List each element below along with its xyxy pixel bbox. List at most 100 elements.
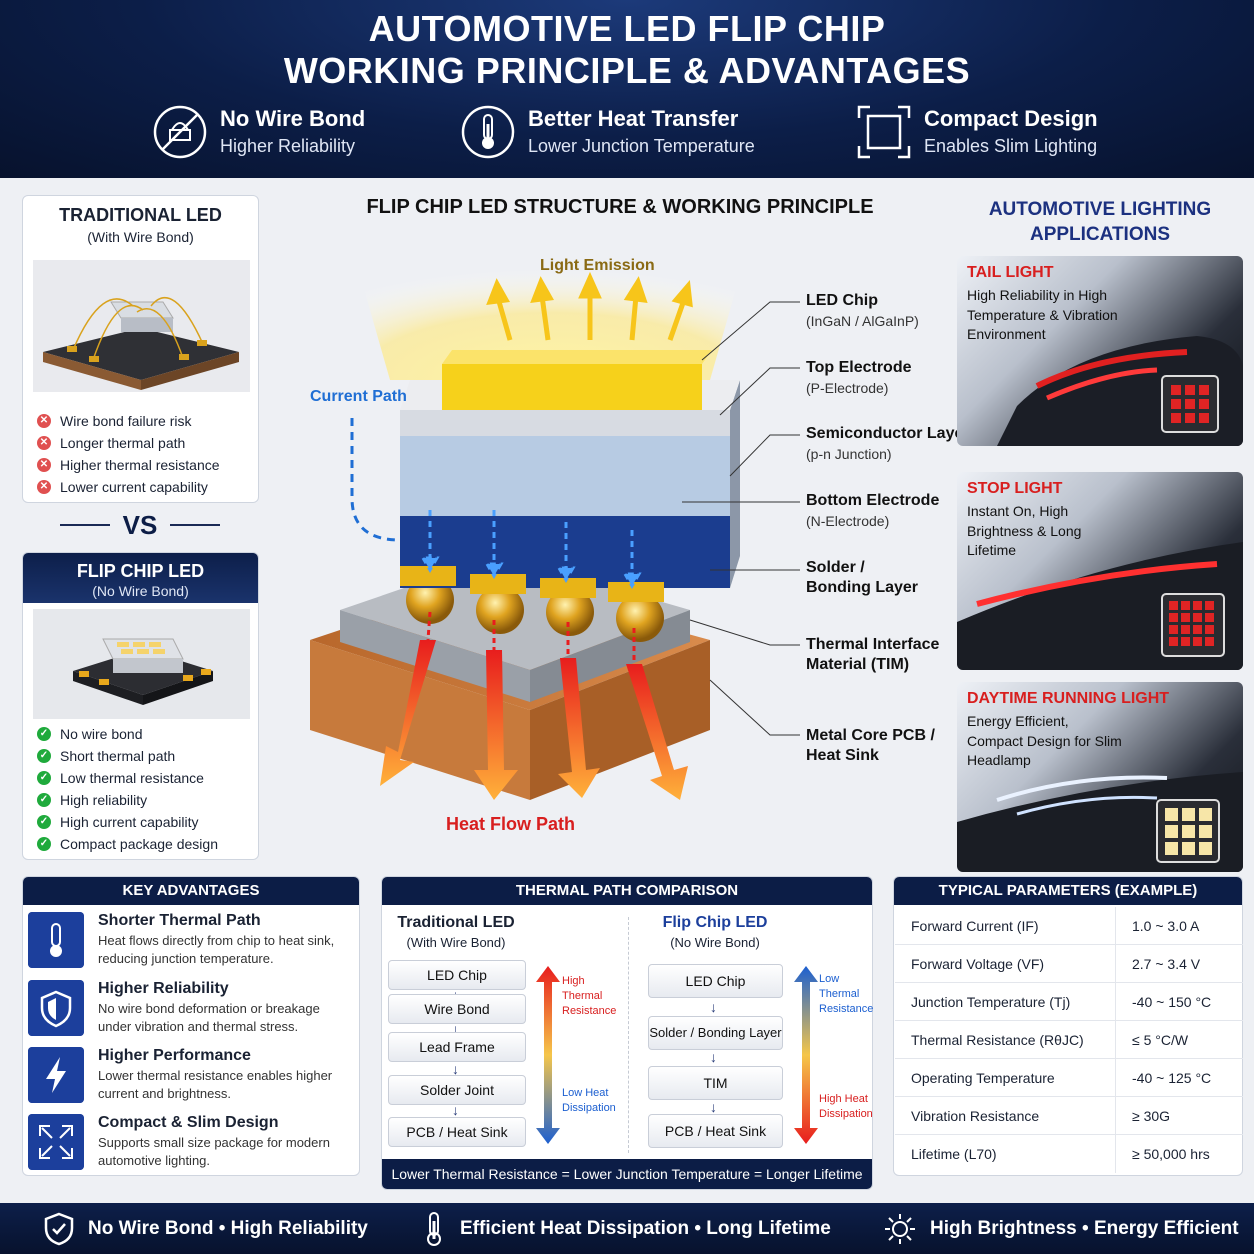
list-item: ✓High reliability bbox=[37, 789, 218, 811]
thermal-step: PCB / Heat Sink bbox=[648, 1114, 783, 1148]
label-top-electrode: Top Electrode(P-Electrode) bbox=[806, 359, 912, 396]
thermometer-icon bbox=[427, 1211, 441, 1246]
tim-front bbox=[340, 610, 530, 702]
list-item: ✕Longer thermal path bbox=[37, 432, 220, 454]
sun-icon bbox=[885, 1213, 915, 1244]
solder-ball bbox=[616, 594, 664, 642]
title-line-1: AUTOMOTIVE LED FLIP CHIP bbox=[368, 8, 886, 49]
cross-icon: ✕ bbox=[37, 414, 51, 428]
thermal-step: Wire Bond bbox=[388, 994, 526, 1024]
thermal-step: TIM bbox=[648, 1066, 783, 1100]
thermal-right-title: Flip Chip LED bbox=[662, 914, 768, 931]
vs-divider-right bbox=[170, 524, 220, 526]
traditional-subtitle: (With Wire Bond) bbox=[87, 229, 194, 245]
table-row: Vibration Resistance≥ 30G bbox=[895, 1096, 1243, 1135]
check-icon: ✓ bbox=[37, 837, 51, 851]
thermal-right-bottom-note: High Heat Dissipation bbox=[819, 1093, 873, 1120]
flip-chip-header: FLIP CHIP LED (No Wire Bond) bbox=[23, 553, 258, 603]
thermal-left-bottom-note: Low Heat Dissipation bbox=[562, 1087, 616, 1114]
compact-icon bbox=[857, 105, 911, 159]
current-path-label: Current Path bbox=[310, 388, 407, 405]
thermal-step: Lead Frame bbox=[388, 1032, 526, 1062]
cross-icon: ✕ bbox=[37, 458, 51, 472]
flip-chip-panel: FLIP CHIP LED (No Wire Bond) ✓No wire bo… bbox=[22, 552, 259, 860]
thermal-step: LED Chip bbox=[388, 960, 526, 990]
vs-divider-left bbox=[60, 524, 110, 526]
list-item: ✓High current capability bbox=[37, 811, 218, 833]
list-item: ✓Low thermal resistance bbox=[37, 767, 218, 789]
list-item: ✓Compact package design bbox=[37, 833, 218, 855]
label-bottom-electrode: Bottom Electrode(N-Electrode) bbox=[806, 492, 940, 529]
label-solder: Solder /Bonding Layer bbox=[806, 559, 919, 596]
cross-icon: ✕ bbox=[37, 480, 51, 494]
advantage-performance: Higher Performance Lower thermal resista… bbox=[28, 1047, 348, 1103]
app-drl: DAYTIME RUNNING LIGHT Energy Efficient, … bbox=[957, 682, 1243, 872]
arrow-down-icon: ↓ bbox=[710, 1099, 717, 1115]
cross-icon: ✕ bbox=[37, 436, 51, 450]
list-item: ✕Wire bond failure risk bbox=[37, 410, 220, 432]
table-row: Thermal Resistance (RθJC)≤ 5 °C/W bbox=[895, 1020, 1243, 1059]
thermal-footer: Lower Thermal Resistance = Lower Junctio… bbox=[382, 1159, 872, 1189]
top-electrode-layer bbox=[400, 410, 730, 436]
arrow-down-icon: ↓ bbox=[452, 1061, 459, 1077]
solder-pad bbox=[608, 582, 664, 602]
thermal-right-top-note: Low Thermal Resistance bbox=[819, 973, 874, 1015]
table-row: Lifetime (L70)≥ 50,000 hrs bbox=[895, 1135, 1243, 1173]
shield-icon bbox=[44, 1212, 74, 1245]
tail-light-image bbox=[997, 336, 1243, 446]
arrow-down-icon: ↓ bbox=[710, 1049, 717, 1065]
table-row: Junction Temperature (Tj)-40 ~ 150 °C bbox=[895, 982, 1243, 1021]
check-icon: ✓ bbox=[37, 771, 51, 785]
flip-chip-title: FLIP CHIP LED bbox=[76, 561, 205, 581]
solder-pad bbox=[540, 578, 596, 598]
check-icon: ✓ bbox=[37, 793, 51, 807]
light-glow bbox=[350, 240, 750, 380]
arrow-down-icon: ↓ bbox=[452, 1021, 459, 1037]
thermal-step: LED Chip bbox=[648, 964, 783, 998]
shield-icon bbox=[28, 980, 84, 1036]
thermal-left-top-note: High Thermal Resistance bbox=[562, 975, 617, 1017]
drl-image bbox=[957, 772, 1243, 872]
list-item: ✕Higher thermal resistance bbox=[37, 454, 220, 476]
table-row: Operating Temperature-40 ~ 125 °C bbox=[895, 1058, 1243, 1097]
advantage-compact: Compact & Slim Design Supports small siz… bbox=[28, 1114, 348, 1170]
vs-label: VS bbox=[122, 510, 158, 540]
label-semiconductor: Semiconductor Layers(p-n Junction) bbox=[806, 425, 979, 462]
light-emission-label: Light Emission bbox=[540, 257, 655, 274]
solder-pad bbox=[470, 574, 526, 594]
arrow-down-icon: ↓ bbox=[710, 999, 717, 1015]
table-row: Forward Current (IF)1.0 ~ 3.0 A bbox=[895, 906, 1243, 945]
stop-light-image bbox=[957, 542, 1243, 670]
current-arrows bbox=[420, 510, 642, 589]
list-item: ✕Lower current capability bbox=[37, 476, 220, 498]
label-heat-sink: Metal Core PCB /Heat Sink bbox=[806, 727, 935, 764]
thermometer-icon bbox=[28, 912, 84, 968]
heat-sink-front bbox=[310, 640, 530, 800]
check-icon: ✓ bbox=[37, 815, 51, 829]
heat-flow-label: Heat Flow Path bbox=[446, 814, 576, 834]
footer-item: No Wire Bond • High Reliability bbox=[44, 1203, 368, 1254]
traditional-led-image bbox=[33, 260, 250, 392]
heat-dashes bbox=[426, 611, 636, 664]
current-path-line bbox=[350, 418, 401, 542]
callout-lines bbox=[682, 301, 800, 736]
solder-ball bbox=[476, 586, 524, 634]
parameters-panel: TYPICAL PARAMETERS (EXAMPLE) bbox=[893, 876, 1243, 1176]
led-chip-top bbox=[442, 350, 712, 364]
thermal-gradient-arrow-right bbox=[794, 966, 818, 1144]
no-wire-icon bbox=[153, 105, 207, 159]
table-row: Forward Voltage (VF)2.7 ~ 3.4 V bbox=[895, 944, 1243, 983]
traditional-title: TRADITIONAL LED bbox=[59, 205, 222, 225]
page-title: AUTOMOTIVE LED FLIP CHIP WORKING PRINCIP… bbox=[0, 8, 1254, 92]
thermal-step: Solder / Bonding Layer bbox=[648, 1016, 783, 1050]
traditional-led-panel: TRADITIONAL LED (With Wire Bond) ✕Wire b… bbox=[22, 195, 259, 503]
thermal-left-subtitle: (With Wire Bond) bbox=[406, 935, 506, 950]
advantage-reliability: Higher Reliability No wire bond deformat… bbox=[28, 980, 348, 1036]
flip-chip-pros-list: ✓No wire bond ✓Short thermal path ✓Low t… bbox=[37, 723, 218, 855]
solder-pad bbox=[400, 566, 456, 586]
